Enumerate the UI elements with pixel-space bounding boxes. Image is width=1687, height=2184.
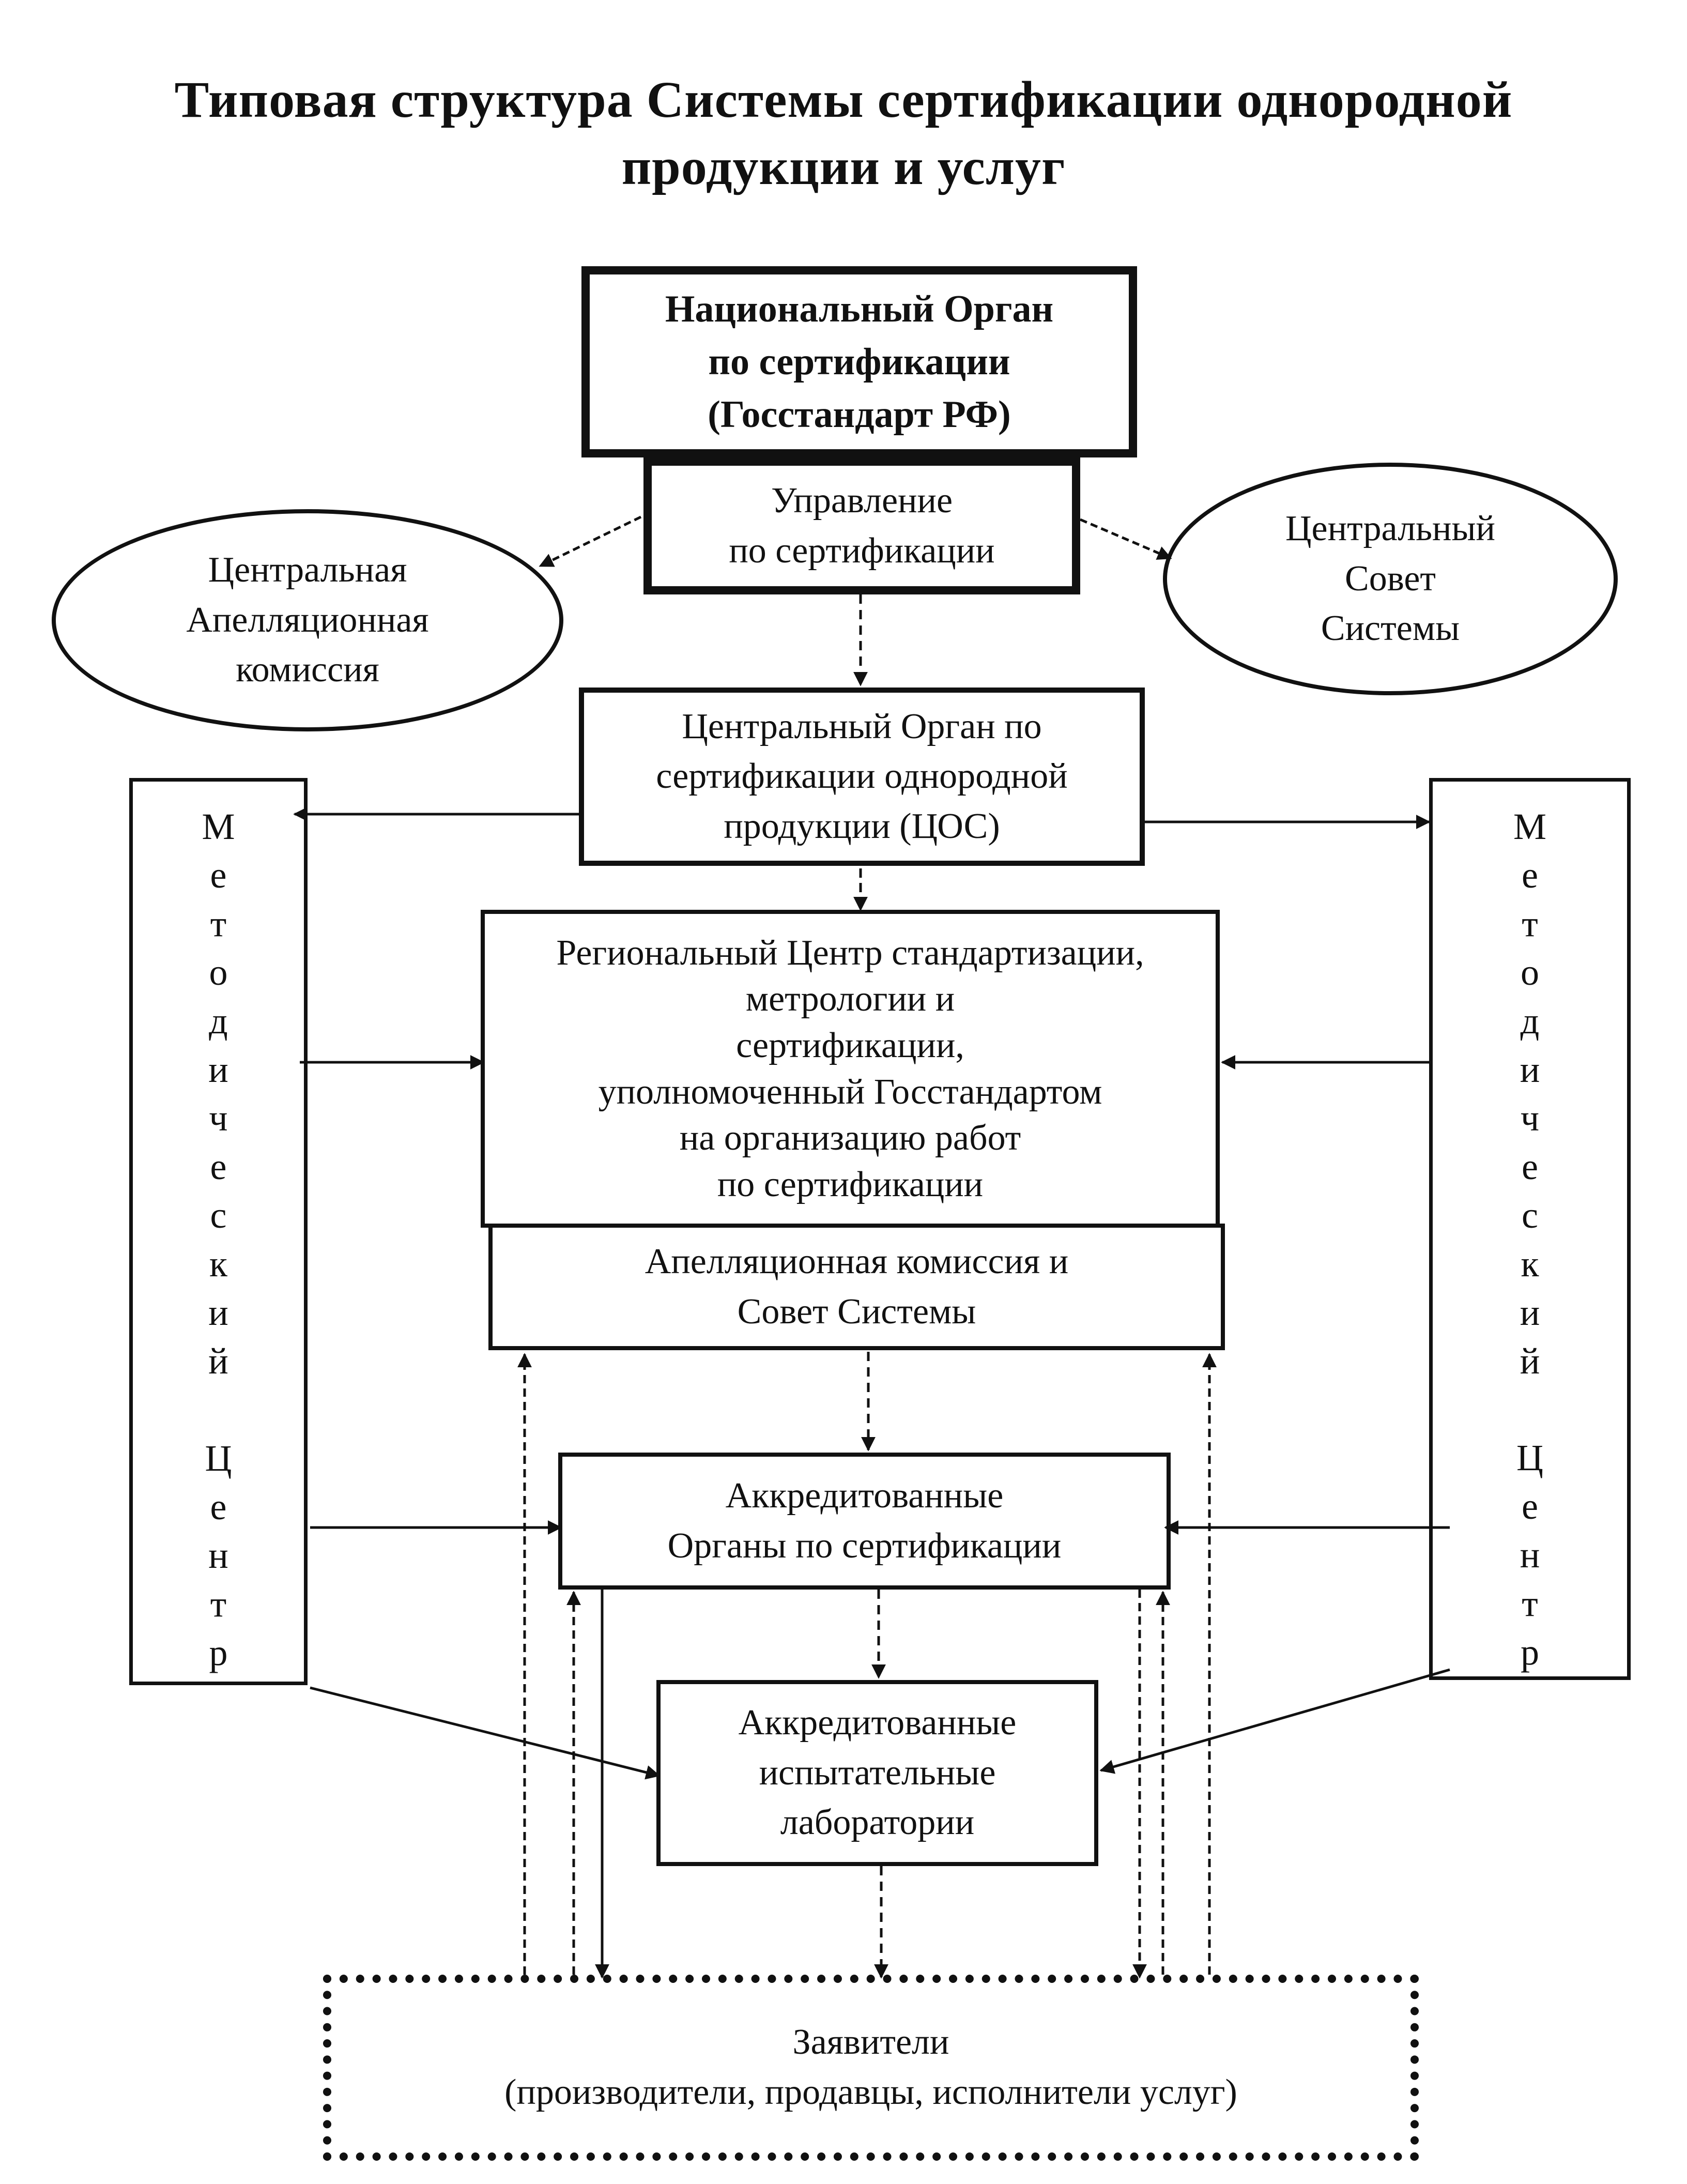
letter: е	[1522, 1146, 1538, 1187]
regional-center-line-6: по сертификации	[717, 1164, 984, 1204]
accredited-bodies-box: Аккредитованные Органы по сертификации	[558, 1453, 1171, 1590]
regional-center-line-2: метрологии и	[745, 979, 955, 1019]
regional-center-line-5: на организацию работ	[679, 1118, 1021, 1158]
letter: й	[208, 1340, 228, 1382]
accredited-labs-line-2: испытательные	[759, 1752, 996, 1793]
methodical-center-right: М е т о д и ч е с к и й Ц е н т р	[1429, 778, 1631, 1680]
department-line-2: по сертификации	[729, 530, 995, 571]
central-certification-body-box: Центральный Орган по сертификации одноро…	[579, 688, 1145, 866]
arrow-to-appeal-commission	[539, 515, 642, 568]
regional-appeal-line-2: Совет Системы	[737, 1291, 976, 1332]
letter: к	[1521, 1243, 1539, 1285]
regional-center-line-1: Региональный Центр стандартизации,	[556, 933, 1144, 973]
letter: т	[1522, 1583, 1538, 1624]
regional-appeal-council-box: Апелляционная комиссия и Совет Системы	[488, 1224, 1225, 1350]
letter: р	[209, 1632, 228, 1673]
central-council-line-1: Центральный	[1285, 509, 1496, 549]
applicants-line-2: (производители, продавцы, исполнители ус…	[504, 2072, 1237, 2112]
accredited-labs-box: Аккредитованные испытательные лаборатори…	[656, 1680, 1098, 1866]
letter: М	[1513, 806, 1547, 847]
letter: Ц	[205, 1438, 232, 1479]
letter: е	[1522, 854, 1538, 896]
letter: р	[1521, 1631, 1539, 1673]
letter: й	[1520, 1340, 1540, 1382]
letter: с	[1522, 1195, 1538, 1236]
central-appeal-commission-oval: Центральная Апелляционная комиссия	[52, 509, 563, 731]
accredited-labs-line-3: лаборатории	[780, 1803, 975, 1843]
letter: и	[1520, 1049, 1540, 1090]
letter: о	[209, 952, 228, 993]
central-body-line-1: Центральный Орган по	[682, 706, 1042, 746]
national-body-line-1: Национальный Орган	[665, 287, 1054, 330]
applicants-box: Заявители (производители, продавцы, испо…	[323, 1975, 1419, 2161]
letter: е	[1522, 1486, 1538, 1527]
appeal-commission-line-1: Центральная	[208, 550, 407, 590]
letter: и	[208, 1292, 228, 1333]
letter: н	[1520, 1534, 1540, 1576]
accredited-labs-line-1: Аккредитованные	[738, 1703, 1017, 1743]
letter: о	[1521, 952, 1539, 993]
central-council-line-3: Системы	[1321, 608, 1460, 649]
appeal-commission-line-3: комиссия	[236, 650, 379, 690]
letter: ч	[209, 1097, 228, 1139]
central-council-oval: Центральный Совет Системы	[1163, 463, 1618, 695]
national-body-line-3: (Госстандарт РФ)	[708, 393, 1011, 436]
regional-center-box: Региональный Центр стандартизации, метро…	[481, 910, 1220, 1228]
methodical-center-left: М е т о д и ч е с к и й Ц е н т р	[129, 778, 308, 1685]
regional-appeal-line-1: Апелляционная комиссия и	[645, 1241, 1069, 1281]
page-title-line-1: Типовая структура Системы сертификации о…	[174, 71, 1513, 128]
central-body-line-2: сертификации однородной	[656, 756, 1068, 797]
accredited-bodies-line-1: Аккредитованные	[725, 1475, 1004, 1516]
arrow-left-method-to-labs	[310, 1686, 661, 1780]
letter: и	[1520, 1292, 1540, 1333]
department-line-1: Управление	[771, 480, 953, 521]
letter: д	[209, 1000, 228, 1042]
applicants-line-1: Заявители	[792, 2022, 949, 2063]
letter: и	[208, 1049, 228, 1090]
arrow-to-central-council	[1080, 518, 1172, 560]
letter: М	[202, 806, 235, 847]
letter: с	[210, 1195, 227, 1236]
regional-center-line-3: сертификации,	[736, 1025, 964, 1065]
letter: е	[210, 854, 227, 896]
letter: Ц	[1516, 1437, 1543, 1478]
letter: ч	[1520, 1097, 1540, 1139]
letter: н	[208, 1535, 228, 1576]
national-certification-body-box: Национальный Орган по сертификации (Госс…	[581, 266, 1137, 457]
certification-department-box: Управление по сертификации	[643, 457, 1080, 594]
arrow-right-method-to-labs	[1099, 1668, 1450, 1774]
letter: т	[1522, 903, 1538, 944]
page-title-line-2: продукции и услуг	[621, 138, 1066, 195]
appeal-commission-line-2: Апелляционная	[186, 600, 429, 640]
letter: д	[1520, 1000, 1540, 1042]
regional-center-line-4: уполномоченный Госстандартом	[598, 1072, 1102, 1112]
accredited-bodies-line-2: Органы по сертификации	[667, 1525, 1062, 1566]
letter: к	[209, 1243, 227, 1285]
national-body-line-2: по сертификации	[708, 340, 1010, 383]
letter: т	[210, 903, 227, 944]
central-council-line-2: Совет	[1345, 558, 1436, 599]
letter: т	[210, 1583, 227, 1625]
letter: е	[210, 1486, 227, 1528]
letter: е	[210, 1146, 227, 1187]
central-body-line-3: продукции (ЦОС)	[724, 806, 1000, 846]
